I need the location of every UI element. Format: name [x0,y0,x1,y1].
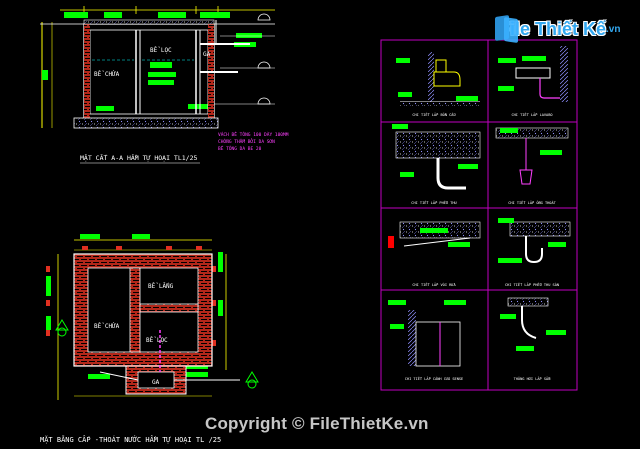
copyright-watermark: Copyright © FileThietKe.vn [205,414,429,433]
plan-room-label: GA [152,379,160,386]
section-note-line: BÊ TÔNG DA BE 20 [218,144,262,152]
section-note-line: VÁCH BÊ TÔNG 100 DÀY 100MM [218,130,289,138]
details-panel: CHI TIẾT LẮP BỒN CẦU CHI TIẾT LẮP LAVABO… [380,39,578,391]
detail-caption: CHI TIẾT LẮP PHỄU THU SÀN [505,282,559,287]
plan-room-label: BỂ LỌC [146,336,168,344]
section-room-label: GA [203,51,211,58]
plan-title: MẶT BẰNG CẤP -THOÁT NƯỚC HẦM TỰ HOẠI TL … [40,435,221,444]
detail-caption: CHI TIẾT LẮP LAVABO [511,112,552,117]
detail-floor-drain [392,124,481,190]
detail-wall-pipe [388,300,466,367]
section-title: MẶT CẮT A-A HẦM TỰ HOẠI TL1/25 [80,153,197,162]
detail-lavabo [498,46,568,102]
detail-toilet [396,52,480,106]
plan-room-label: BỂ CHỨA [94,322,120,330]
logo-domain: .vn [606,23,621,35]
detail-trap [498,218,571,264]
detail-caption: CHI TIẾT LẮP PHỄU THU [411,200,456,205]
plan-view: BỂ LẮNG BỂ CHỨA BỂ LỌC GA MẶT BẰNG CẤP -… [40,234,259,444]
logo-text: File Thiết Kế [499,18,607,39]
detail-vent [500,297,566,351]
plan-room-label: BỂ LẮNG [148,282,174,290]
section-note-line: CHỐNG THẤM BỞI DA SƠN [218,137,275,145]
detail-caption: CHI TIẾT LẮP VÒI RỬA [412,282,456,287]
section-room-label: BỂ LỌC [150,46,172,54]
filethietke-logo: File Thiết Kế.vn [495,12,620,46]
detail-pipe [495,127,569,185]
detail-caption: CHI TIẾT LẮP ỐNG THOÁT [508,200,556,205]
detail-caption: CHI TIẾT LẮP CÁNH CỬA SENSE [405,376,463,381]
section-room-label: BỂ CHỨA [94,70,120,78]
detail-caption: THÔNG HƠI LẮP SẴN [514,376,551,381]
detail-faucet [388,221,481,248]
detail-caption: CHI TIẾT LẮP BỒN CẦU [412,112,455,117]
section-view: BỂ CHỨA BỂ LỌC GA VÁCH BÊ TÔNG 100 DÀY 1… [40,6,289,164]
